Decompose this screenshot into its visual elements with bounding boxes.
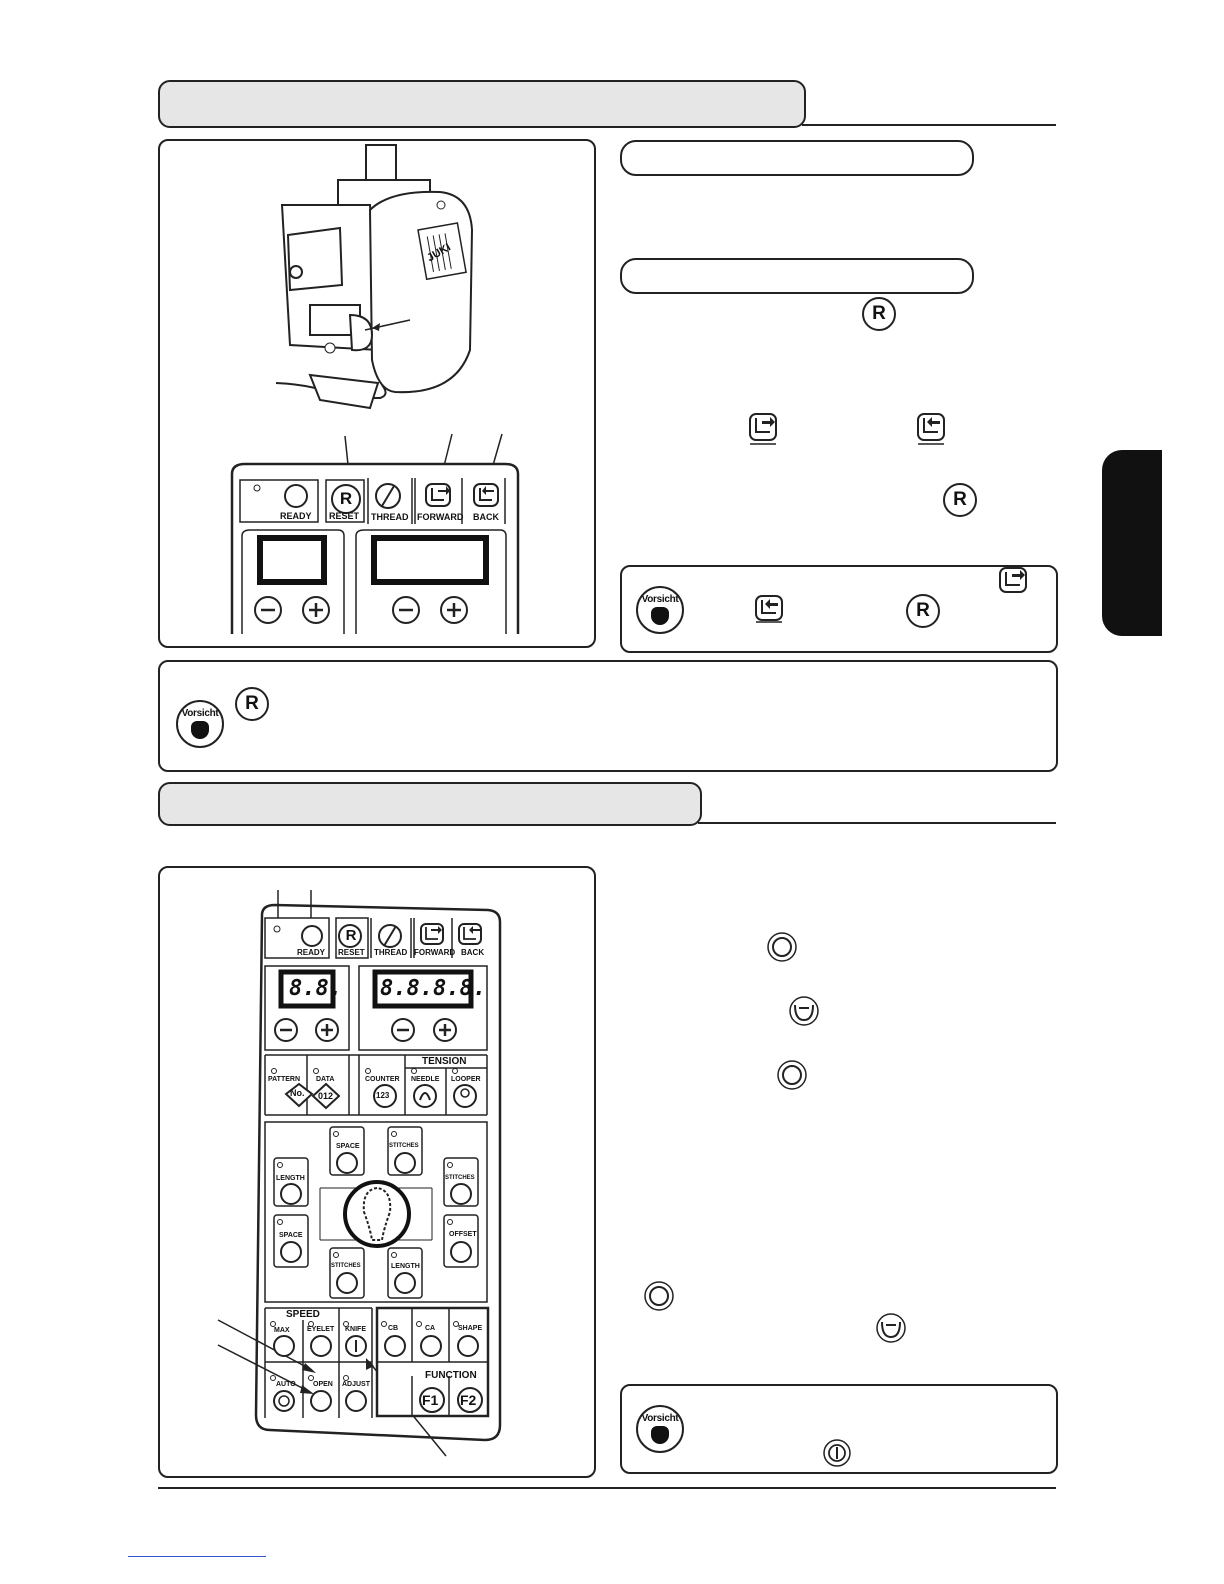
subheading-1 xyxy=(620,140,974,176)
back-label: BACK xyxy=(473,512,499,522)
stitches-top-label: STITCHES xyxy=(389,1143,419,1149)
space-left-label: SPACE xyxy=(279,1232,303,1239)
ready-label: READY xyxy=(280,511,312,521)
stitches-right-label: STITCHES xyxy=(445,1175,475,1181)
open-label: OPEN xyxy=(313,1381,333,1388)
reset-icon: R xyxy=(862,297,896,331)
section-2-header xyxy=(158,782,702,826)
caution-box-wide xyxy=(158,660,1058,772)
shape-label: SHAPE xyxy=(458,1325,483,1332)
chapter-tab xyxy=(1102,450,1162,636)
counter-label: COUNTER xyxy=(365,1076,400,1083)
counter-button[interactable]: 123 xyxy=(376,1091,390,1100)
ready-icon xyxy=(644,1281,674,1311)
data-display: 8.8.8.8. xyxy=(380,976,486,1001)
thread-label: THREAD xyxy=(371,512,409,522)
stitches-bottom-label: STITCHES xyxy=(331,1263,361,1269)
function-label: FUNCTION xyxy=(425,1370,477,1381)
back-label: BACK xyxy=(461,948,485,957)
pattern-label: PATTERN xyxy=(268,1076,301,1083)
section-1-rule xyxy=(802,124,1056,126)
eyelet-label: EYELET xyxy=(307,1326,335,1333)
pattern-display: 8.8. xyxy=(289,976,342,1001)
max-label: MAX xyxy=(274,1327,290,1334)
footer-rule xyxy=(158,1487,1056,1489)
cb-label: CB xyxy=(388,1325,399,1332)
forward-label: FORWARD xyxy=(414,948,456,957)
reset-icon: R xyxy=(943,483,977,517)
f2-button[interactable]: F2 xyxy=(460,1392,477,1408)
reset-label: RESET xyxy=(338,948,365,957)
ready-label: READY xyxy=(297,948,326,957)
section-1-header xyxy=(158,80,806,128)
forward-icon xyxy=(749,413,777,445)
auto-label: AUTO xyxy=(276,1381,296,1388)
vorsicht-icon: Vorsicht xyxy=(176,700,224,748)
tension-label: TENSION xyxy=(422,1056,467,1067)
ready-icon xyxy=(767,932,797,962)
thread-label: THREAD xyxy=(374,948,408,957)
forward-label: FORWARD xyxy=(417,512,464,522)
reset-button[interactable]: R xyxy=(345,927,357,944)
reset-icon: R xyxy=(906,594,940,628)
caution-box-2 xyxy=(620,1384,1058,1474)
pattern-button[interactable]: No. xyxy=(290,1088,305,1098)
data-label: DATA xyxy=(316,1076,335,1083)
speed-label: SPEED xyxy=(286,1309,320,1320)
ready-icon xyxy=(777,1060,807,1090)
figure-1-box xyxy=(158,139,596,648)
caution-box-1 xyxy=(620,565,1058,653)
adjust-label: ADJUST xyxy=(342,1381,371,1388)
vorsicht-icon: Vorsicht xyxy=(636,1405,684,1453)
subheading-2 xyxy=(620,258,974,294)
reset-icon: R xyxy=(235,687,269,721)
ca-label: CA xyxy=(425,1325,436,1332)
data-button[interactable]: 012 xyxy=(318,1091,334,1101)
footer-link[interactable] xyxy=(128,1556,266,1557)
length-bottom-label: LENGTH xyxy=(391,1263,420,1270)
ready-icon[interactable] xyxy=(284,484,308,508)
section-2-rule xyxy=(698,822,1056,824)
open-icon xyxy=(789,996,819,1026)
space-top-label: SPACE xyxy=(336,1143,360,1150)
reset-button[interactable]: R xyxy=(331,484,361,514)
back-icon xyxy=(917,413,945,445)
vorsicht-icon: Vorsicht xyxy=(636,586,684,634)
reset-label: RESET xyxy=(329,511,360,521)
open-icon xyxy=(876,1313,906,1343)
needle-label: NEEDLE xyxy=(411,1076,440,1083)
figure-2-box xyxy=(158,866,596,1478)
knife-label: KNIFE xyxy=(345,1326,366,1333)
looper-label: LOOPER xyxy=(451,1076,481,1083)
f1-button[interactable]: F1 xyxy=(422,1392,439,1408)
offset-label: OFFSET xyxy=(449,1231,477,1238)
length-left-label: LENGTH xyxy=(276,1175,305,1182)
